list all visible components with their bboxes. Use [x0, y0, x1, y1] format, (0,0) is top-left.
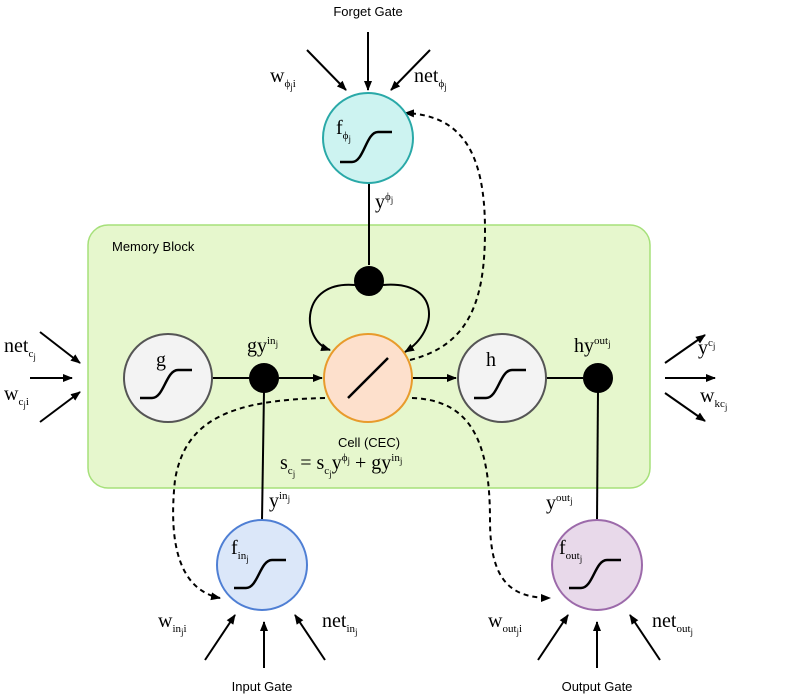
cell-weight-label: wcji [4, 383, 29, 411]
sigmoid-icon [140, 368, 192, 400]
output-gate-weight-label: woutji [488, 610, 523, 638]
forget-net-label: netϕj [414, 65, 447, 93]
cell-net-label: netcj [4, 335, 36, 363]
output-activation-label: youtj [546, 492, 573, 514]
sigmoid-icon [569, 558, 621, 590]
output-gate-title: Output Gate [561, 679, 633, 694]
self-loop-left [309, 283, 356, 351]
sigmoid-icon [340, 130, 392, 164]
input-gate-title: Input Gate [231, 679, 293, 694]
input-gate-net-label: netinj [322, 610, 358, 638]
output-gate-node [551, 519, 643, 611]
sigmoid-icon [234, 558, 286, 590]
h-node-label: h [486, 349, 496, 371]
cell-output-label: ycj [698, 337, 716, 359]
gated-output-label: hyoutj [574, 335, 611, 357]
sigmoid-icon [474, 368, 526, 400]
peephole-forget-path [404, 109, 487, 361]
g-node-label: g [156, 349, 166, 371]
gated-input-label: gyinj [247, 335, 279, 357]
input-activation-label: yinj [269, 490, 291, 512]
input-gate-function-label: finj [231, 537, 249, 565]
forget-gate-function-label: fϕj [336, 117, 351, 145]
linear-icon [347, 357, 389, 399]
output-gate-to-hy-line [596, 390, 599, 521]
output-weight-label: wkcj [700, 385, 728, 413]
self-loop-right [382, 283, 430, 353]
input-gate-to-gy-line [261, 390, 265, 521]
cell-title: Cell (CEC) [337, 435, 401, 450]
input-gate-weight-label: winji [158, 610, 187, 638]
cell-state-equation: scj = scjyϕj + gyinj [280, 452, 403, 480]
forget-weight-label: wϕji [270, 65, 296, 93]
forget-multiply-junction [354, 266, 384, 296]
peephole-input-path [172, 397, 326, 601]
forget-gate-node [322, 92, 414, 184]
memory-block-title: Memory Block [112, 239, 195, 254]
output-gate-function-label: foutj [559, 537, 583, 565]
peephole-output-path [411, 397, 551, 602]
forget-gate-title: Forget Gate [333, 4, 403, 19]
forget-activation-label: yϕj [375, 191, 394, 213]
input-multiply-junction [249, 363, 279, 393]
output-gate-net-label: netoutj [652, 610, 694, 638]
input-gate-node [216, 519, 308, 611]
output-multiply-junction [583, 363, 613, 393]
